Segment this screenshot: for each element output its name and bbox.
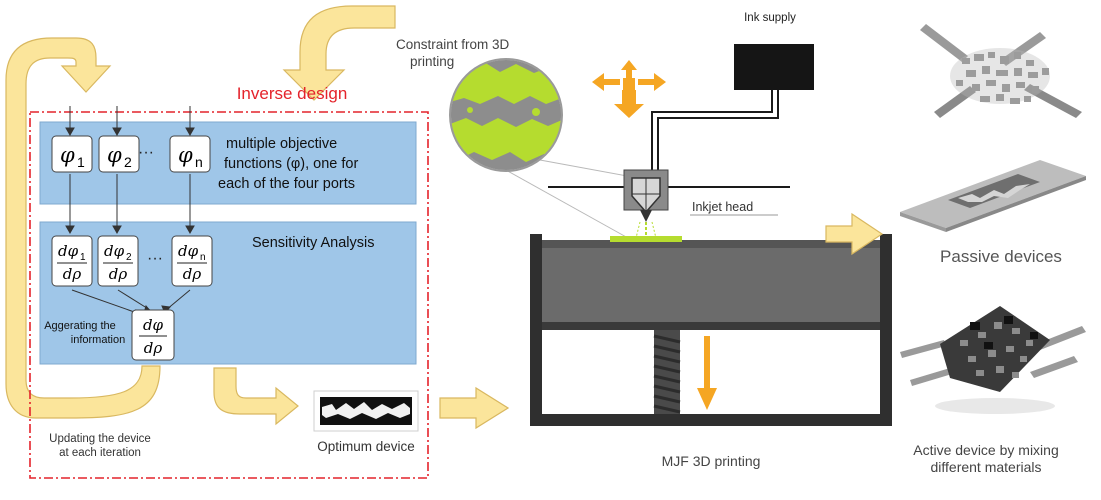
inverse-design-title: Inverse design xyxy=(237,84,348,103)
optimum-device-image xyxy=(313,390,419,432)
objective-subscript: 1 xyxy=(77,154,85,170)
active-label-line2: different materials xyxy=(930,459,1041,475)
objective-ellipsis: ··· xyxy=(138,144,154,161)
passive-label: Passive devices xyxy=(940,247,1062,266)
zoom-lens xyxy=(449,58,563,172)
aggregate-den: dρ xyxy=(144,339,163,357)
objective-text-line2: functions (φ), one for xyxy=(224,156,358,172)
to-devices-arrow xyxy=(825,212,884,256)
motion-direction-arrows xyxy=(592,60,666,118)
inkjet-head-label: Inkjet head xyxy=(692,200,753,214)
derivative-denominator: dρ xyxy=(183,265,202,283)
objective-symbol: φ xyxy=(107,143,122,167)
inkjet-head xyxy=(623,169,669,222)
lead-screw xyxy=(653,330,681,414)
derivative-numerator: dφ xyxy=(58,242,79,260)
build-down-arrow xyxy=(697,336,717,410)
derivative-subscript: 2 xyxy=(126,252,132,263)
derivative-numerator: dφ xyxy=(178,242,199,260)
aggregate-num: dφ xyxy=(143,316,164,334)
updating-line1: Updating the device xyxy=(49,433,151,445)
mjf-label: MJF 3D printing xyxy=(662,453,761,469)
objective-text-line3: each of the four ports xyxy=(218,176,355,192)
printer-body xyxy=(530,234,892,426)
to-optimum-arrow xyxy=(213,367,299,426)
input-arrows xyxy=(65,106,195,137)
derivative-denominator: dρ xyxy=(63,265,82,283)
derivative-subscript: 1 xyxy=(80,252,86,263)
aggregating-line2: information xyxy=(71,334,125,346)
panel-arrows xyxy=(65,174,195,235)
to-printer-arrow xyxy=(439,386,510,430)
aggregate-box: dφ dρ xyxy=(131,309,175,361)
passive-device-cross xyxy=(920,24,1082,118)
aggregating-line1: Aggerating the xyxy=(44,320,116,332)
objective-subscript: n xyxy=(195,154,203,170)
objective-symbol: φ xyxy=(60,143,75,167)
ink-supply-box xyxy=(734,44,814,90)
update-loop-arrow xyxy=(5,37,161,419)
ink-supply-label: Ink supply xyxy=(744,12,796,24)
derivative-ellipsis: ··· xyxy=(147,250,163,267)
derivative-denominator: dρ xyxy=(109,265,128,283)
derivative-numerator: dφ xyxy=(104,242,125,260)
optimum-label: Optimum device xyxy=(317,439,415,454)
objective-subscript: 2 xyxy=(124,154,132,170)
derivative-subscript: n xyxy=(200,252,206,263)
sensitivity-title: Sensitivity Analysis xyxy=(252,235,375,251)
objective-text-line1: multiple objective xyxy=(226,136,337,152)
inverse-design-frame xyxy=(29,111,429,479)
objective-symbol: φ xyxy=(178,143,193,167)
constraint-arrow xyxy=(282,5,396,101)
active-label-line1: Active device by mixing xyxy=(913,442,1059,458)
passive-device-plate xyxy=(900,160,1086,232)
updating-line2: at each iteration xyxy=(59,447,141,459)
ink-tube xyxy=(651,90,779,176)
active-device xyxy=(900,306,1086,414)
